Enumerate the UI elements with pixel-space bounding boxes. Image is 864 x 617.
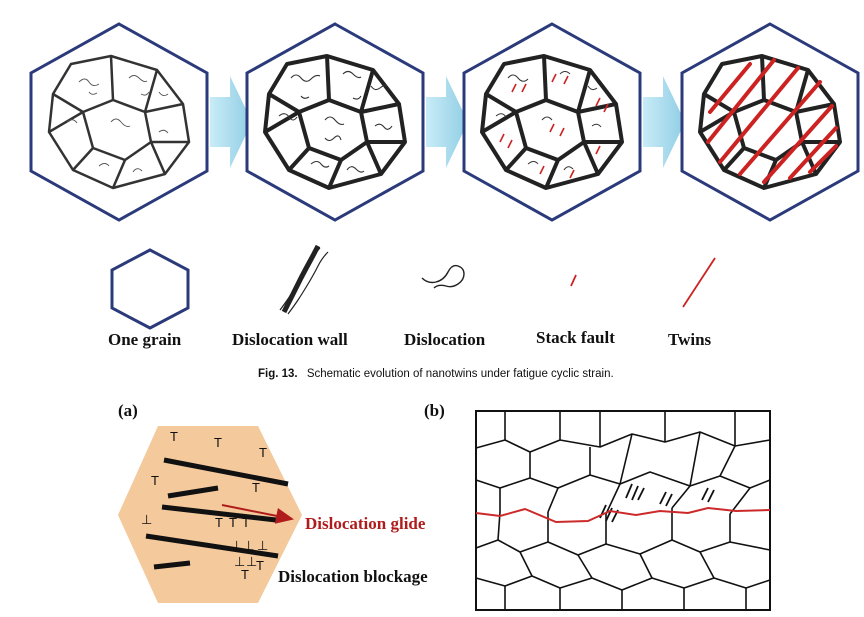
legend: One grain Dislocation wall Dislocation S… <box>108 244 716 349</box>
legend-item-stack-fault: Stack fault <box>536 274 615 347</box>
edge-dislocation-symbol: T <box>151 473 159 488</box>
hexagon-icon <box>110 248 190 330</box>
edge-dislocation-symbol: T <box>241 567 249 582</box>
legend-item-dislocation: Dislocation <box>404 264 486 349</box>
evolution-sequence <box>29 22 860 222</box>
twin-line-icon <box>682 257 716 308</box>
edge-dislocation-symbol: T <box>259 445 267 460</box>
legend-item-twins: Twins <box>668 257 716 349</box>
edge-dislocation-symbol: ⊥ <box>243 538 254 553</box>
edge-dislocation-symbol: ⊥ <box>257 538 268 553</box>
edge-dislocation-symbol: ⊥ <box>234 554 245 569</box>
edge-dislocation-symbol: ⊥ <box>141 512 152 527</box>
edge-dislocation-symbol: T <box>252 480 260 495</box>
edge-dislocation-symbol: T <box>229 515 237 530</box>
edge-dislocation-symbol: T <box>215 515 223 530</box>
twin-boundaries <box>145 457 289 570</box>
stage-2-grain-hexagon <box>245 22 425 222</box>
edge-dislocation-symbol: T <box>256 558 264 573</box>
panel-b-label: (b) <box>424 401 445 420</box>
edge-dislocation-symbol: T <box>214 435 222 450</box>
stage-3-grain-hexagon <box>462 22 642 222</box>
legend-label-stack-fault: Stack fault <box>536 328 615 347</box>
figure-caption: Fig. 13. Schematic evolution of nanotwin… <box>258 368 614 380</box>
panel-b: (b) <box>424 401 771 611</box>
legend-label-dislocation-wall: Dislocation wall <box>232 330 348 349</box>
legend-item-one-grain: One grain <box>108 248 190 349</box>
legend-label-dislocation: Dislocation <box>404 330 486 349</box>
legend-item-dislocation-wall: Dislocation wall <box>232 244 348 349</box>
glide-arrow <box>221 504 294 524</box>
polycrystal-frame <box>475 410 771 611</box>
stage-1-grain-hexagon <box>29 22 209 222</box>
figure-caption-text: Schematic evolution of nanotwins under f… <box>307 368 614 380</box>
edge-dislocation-symbol: T <box>170 429 178 444</box>
blockage-label: Dislocation blockage <box>278 567 428 586</box>
stage-arrow-2 <box>426 76 468 168</box>
figure-caption-label: Fig. 13. <box>258 368 298 380</box>
stage-arrow-1 <box>210 76 252 168</box>
edge-dislocation-symbols: T T T T T ⊥ T T T ⊥ ⊥ ⊥ ⊥ ⊥ T T <box>141 429 268 582</box>
grain-network <box>475 411 771 610</box>
crack-path <box>475 506 771 524</box>
edge-dislocation-symbol: ⊥ <box>231 538 242 553</box>
dislocation-line-icon <box>421 264 465 289</box>
edge-dislocation-symbol: ⊥ <box>246 554 257 569</box>
legend-label-one-grain: One grain <box>108 330 182 349</box>
panel-a: (a) T T T T T ⊥ T T T ⊥ ⊥ ⊥ ⊥ ⊥ T T <box>118 401 428 603</box>
glide-label: Dislocation glide <box>305 514 426 533</box>
legend-label-twins: Twins <box>668 330 712 349</box>
panel-a-label: (a) <box>118 401 138 420</box>
stack-fault-icon <box>570 274 577 287</box>
stage-arrow-3 <box>643 76 685 168</box>
dislocation-wall-icon <box>279 244 329 315</box>
stage-4-grain-hexagon <box>680 22 860 222</box>
edge-dislocation-symbol: T <box>242 515 250 530</box>
